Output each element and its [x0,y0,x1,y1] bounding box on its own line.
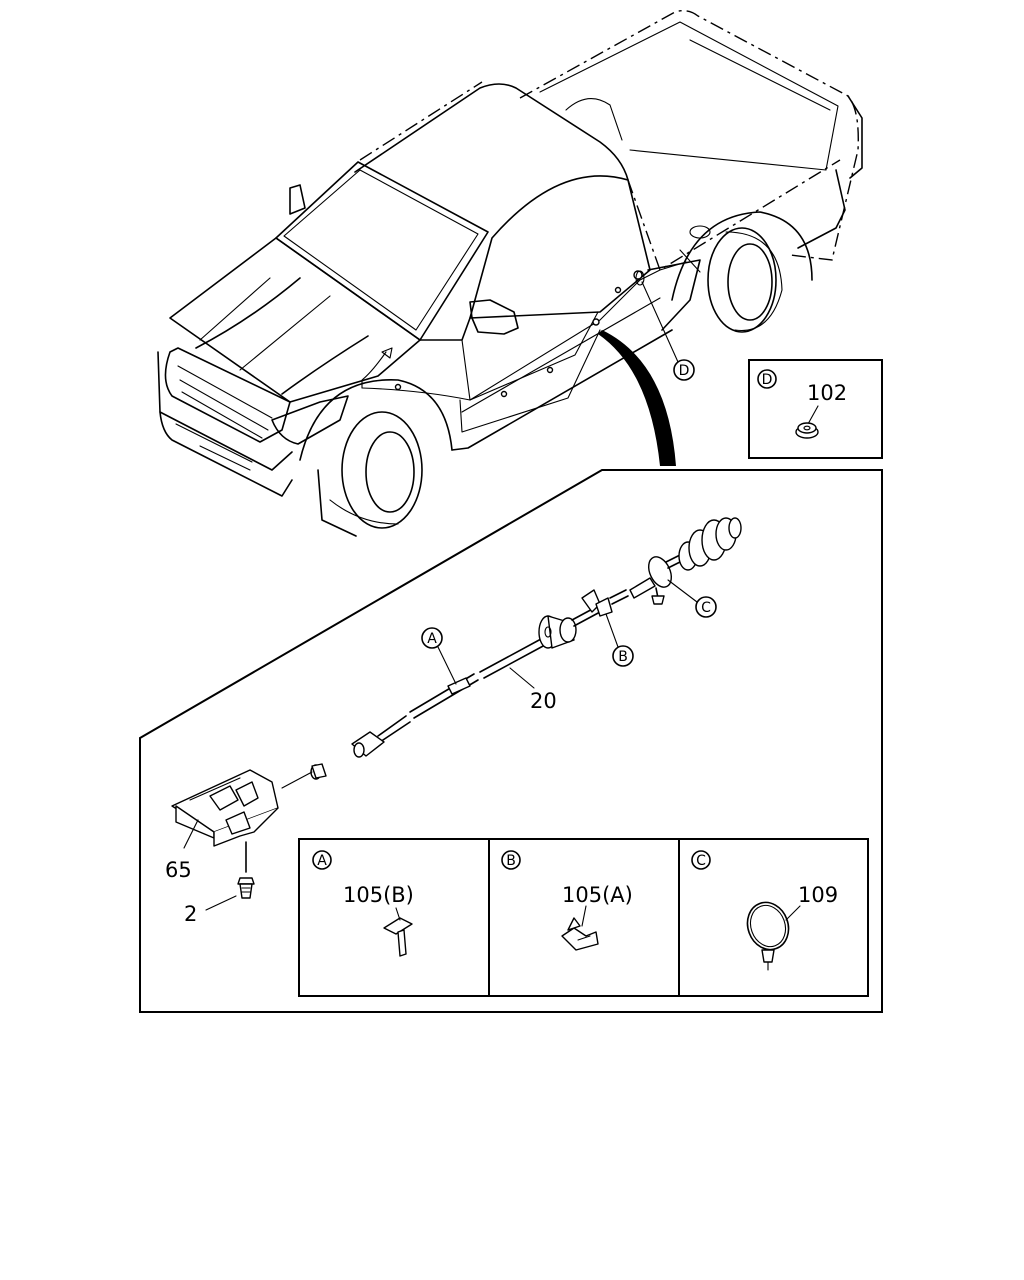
inset-b: B 105(A) [488,838,680,997]
callout-b: B [605,613,634,667]
callout-d: D [673,359,695,381]
inset-d: D 102 [748,359,883,459]
svg-text:C: C [701,600,711,616]
svg-text:A: A [427,631,437,647]
parking-brake-cable-20 [310,517,742,780]
svg-text:D: D [762,372,773,388]
part-label-20: 20 [530,689,557,713]
part-label-2: 2 [184,902,197,926]
svg-text:B: B [618,649,628,665]
svg-text:C: C [696,853,706,869]
callout-c: C [667,579,717,618]
bracket-65 [171,769,313,847]
part-label-105b: 105(B) [343,883,414,907]
inset-c: C 109 [678,838,869,997]
part-label-105a: 105(A) [562,883,633,907]
callout-a: A [421,627,457,685]
part-label-102: 102 [807,381,847,405]
bolt-2 [205,841,255,911]
svg-text:B: B [506,853,516,869]
part-label-65: 65 [165,858,192,882]
svg-text:A: A [317,853,327,869]
detail-pointer-arrow [598,330,676,466]
svg-text:D: D [679,363,690,379]
pickup-truck-illustration [157,9,863,537]
inset-a: A 105(B) [298,838,490,997]
part-label-109: 109 [798,883,838,907]
